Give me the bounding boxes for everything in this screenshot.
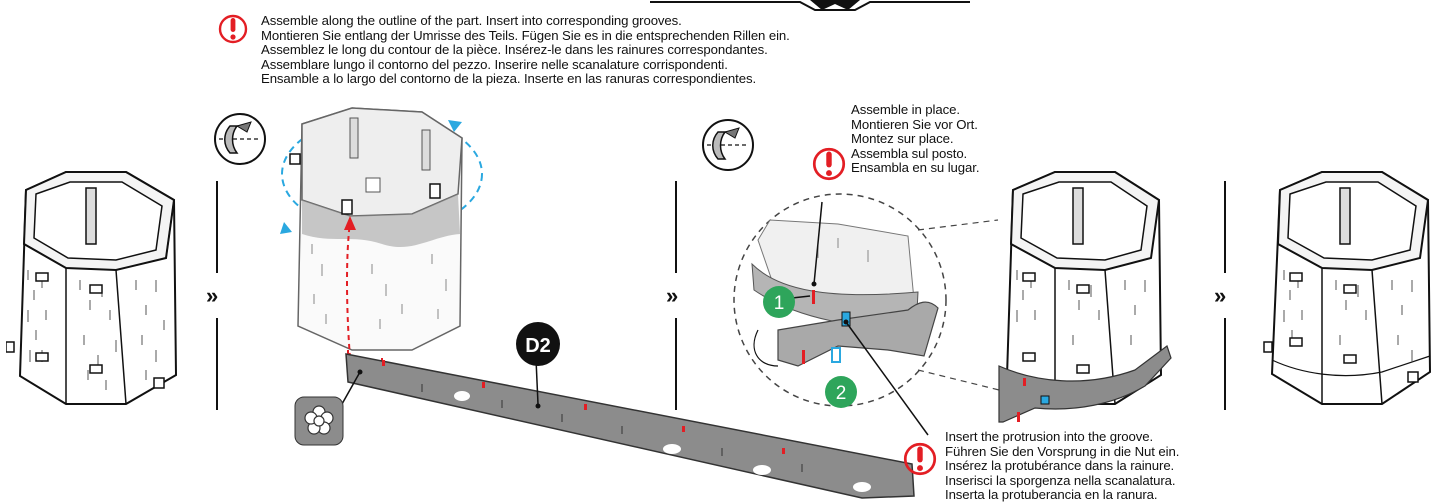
header-instructions: Assemble along the outline of the part. … bbox=[261, 13, 790, 87]
protrusion-instruction-text: Insert the protrusion into the groove. F… bbox=[945, 429, 1180, 503]
warning-icon bbox=[218, 14, 248, 44]
part-label: D2 bbox=[525, 335, 551, 357]
planter-illustration-final bbox=[1263, 171, 1432, 405]
instruction-line: Inserta la protuberancia en la ranura. bbox=[945, 487, 1158, 503]
page-tab-decoration bbox=[650, 0, 970, 11]
step-divider bbox=[1224, 318, 1226, 410]
instruction-line: Insérez la protubérance dans la rainure. bbox=[945, 458, 1175, 474]
instruction-line: Ensambla en su lugar. bbox=[851, 160, 980, 176]
step-divider bbox=[216, 181, 218, 273]
assemble-in-place-text: Assemble in place. Montieren Sie vor Ort… bbox=[851, 102, 980, 176]
instruction-line: Führen Sie den Vorsprung in die Nut ein. bbox=[945, 443, 1180, 459]
instruction-line: Montez sur place. bbox=[851, 131, 954, 147]
assembly-step-illustration: D2 bbox=[280, 107, 915, 499]
instruction-line: Assemble in place. bbox=[851, 102, 960, 117]
step-divider bbox=[675, 318, 677, 410]
instruction-line: Assembla sul posto. bbox=[851, 145, 968, 161]
step-divider bbox=[1224, 181, 1226, 273]
double-chevron-icon: » bbox=[206, 283, 219, 308]
planter-with-strip-illustration bbox=[998, 171, 1172, 423]
instruction-line: Assemblez le long du contour de la pièce… bbox=[261, 42, 768, 58]
step-divider bbox=[216, 318, 218, 410]
instruction-line: Montieren Sie entlang der Umrisse des Te… bbox=[261, 27, 790, 43]
step-divider bbox=[675, 181, 677, 273]
instruction-line: Montieren Sie vor Ort. bbox=[851, 116, 978, 132]
warning-icon bbox=[903, 442, 937, 476]
flower-icon bbox=[294, 396, 344, 446]
warning-icon bbox=[812, 147, 846, 181]
callout-badge-2: 2 bbox=[825, 376, 857, 408]
planter-illustration-start bbox=[6, 171, 178, 405]
instruction-line: Assemble along the outline of the part. … bbox=[261, 13, 682, 28]
callout-number: 1 bbox=[774, 293, 785, 314]
rotate-icon bbox=[214, 113, 266, 165]
callout-badge-1: 1 bbox=[763, 286, 795, 318]
instruction-line: Assemblare lungo il contorno del pezzo. … bbox=[261, 56, 728, 72]
callout-number: 2 bbox=[836, 383, 847, 404]
rotate-icon bbox=[702, 119, 754, 171]
double-chevron-icon: » bbox=[666, 283, 679, 308]
instruction-line: Inserisci la sporgenza nella scanalatura… bbox=[945, 472, 1176, 488]
double-chevron-icon: » bbox=[1214, 283, 1227, 308]
instruction-line: Ensamble a lo largo del contorno de la p… bbox=[261, 71, 757, 87]
instruction-line: Insert the protrusion into the groove. bbox=[945, 429, 1154, 444]
